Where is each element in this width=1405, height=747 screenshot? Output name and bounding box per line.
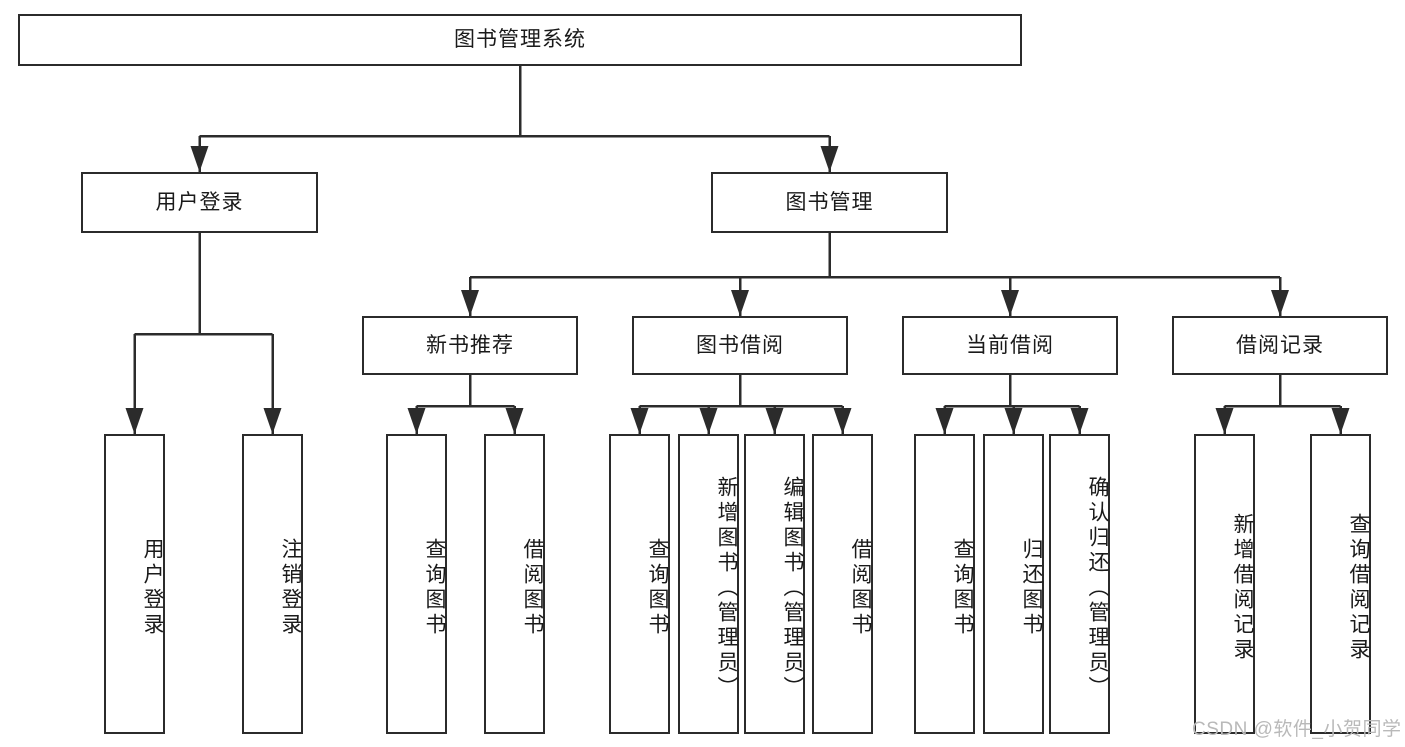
node-label: 查询图书 [646, 538, 669, 638]
node-label: 查询借阅记录 [1347, 513, 1370, 663]
node-label: 确认归还（管理员） [1086, 475, 1109, 701]
node-leaf-query-record[interactable]: 查询借阅记录 [1310, 434, 1371, 734]
node-leaf-query-book-rec[interactable]: 查询图书 [386, 434, 447, 734]
node-label: 图书管理系统 [454, 28, 586, 52]
node-label: 编辑图书（管理员） [781, 475, 804, 701]
node-leaf-user-login[interactable]: 用户登录 [104, 434, 165, 734]
node-leaf-borrow-book-b[interactable]: 借阅图书 [812, 434, 873, 734]
node-label: 新增借阅记录 [1231, 513, 1254, 663]
node-label: 用户登录 [141, 538, 164, 638]
node-leaf-query-book-b[interactable]: 查询图书 [609, 434, 670, 734]
node-leaf-edit-book[interactable]: 编辑图书（管理员） [744, 434, 805, 734]
arrowhead-icon [190, 146, 209, 172]
arrowhead-icon [1070, 408, 1089, 434]
node-user-login[interactable]: 用户登录 [81, 172, 318, 233]
arrowhead-icon [935, 408, 954, 434]
node-label: 查询图书 [423, 538, 446, 638]
node-label: 注销登录 [279, 538, 302, 638]
arrowhead-icon [833, 408, 852, 434]
arrowhead-icon [1331, 408, 1350, 434]
arrowhead-icon [1001, 290, 1019, 316]
arrowhead-icon [461, 290, 479, 316]
node-label: 图书借阅 [696, 333, 784, 357]
node-label: 借阅图书 [849, 538, 872, 638]
node-label: 图书管理 [785, 190, 874, 214]
arrowhead-icon [263, 408, 282, 434]
node-leaf-add-record[interactable]: 新增借阅记录 [1194, 434, 1255, 734]
arrowhead-icon [407, 408, 426, 434]
node-leaf-borrow-book-rec[interactable]: 借阅图书 [484, 434, 545, 734]
node-label: 新书推荐 [426, 333, 514, 357]
node-new-book-rec[interactable]: 新书推荐 [362, 316, 578, 375]
arrowhead-icon [699, 408, 718, 434]
node-book-manage[interactable]: 图书管理 [711, 172, 948, 233]
node-leaf-query-book-c[interactable]: 查询图书 [914, 434, 975, 734]
node-label: 借阅图书 [521, 538, 544, 638]
arrowhead-icon [125, 408, 144, 434]
node-current-borrow[interactable]: 当前借阅 [902, 316, 1118, 375]
arrowhead-icon [505, 408, 524, 434]
arrowhead-icon [630, 408, 649, 434]
arrowhead-icon [1215, 408, 1234, 434]
node-label: 当前借阅 [966, 333, 1054, 357]
arrowhead-icon [820, 146, 839, 172]
node-borrow-record[interactable]: 借阅记录 [1172, 316, 1388, 375]
node-leaf-logout[interactable]: 注销登录 [242, 434, 303, 734]
arrowhead-icon [1271, 290, 1289, 316]
node-root[interactable]: 图书管理系统 [18, 14, 1022, 66]
node-leaf-add-book[interactable]: 新增图书（管理员） [678, 434, 739, 734]
watermark-text: CSDN @软件_小贺同学 [1192, 719, 1402, 740]
node-label: 归还图书 [1020, 538, 1043, 638]
arrowhead-icon [765, 408, 784, 434]
arrowhead-icon [731, 290, 749, 316]
node-leaf-return-book[interactable]: 归还图书 [983, 434, 1044, 734]
node-leaf-confirm-return[interactable]: 确认归还（管理员） [1049, 434, 1110, 734]
node-book-borrow[interactable]: 图书借阅 [632, 316, 848, 375]
arrowhead-icon [1004, 408, 1023, 434]
node-label: 借阅记录 [1236, 333, 1324, 357]
node-label: 查询图书 [951, 538, 974, 638]
node-label: 新增图书（管理员） [715, 475, 738, 701]
node-label: 用户登录 [155, 190, 244, 214]
